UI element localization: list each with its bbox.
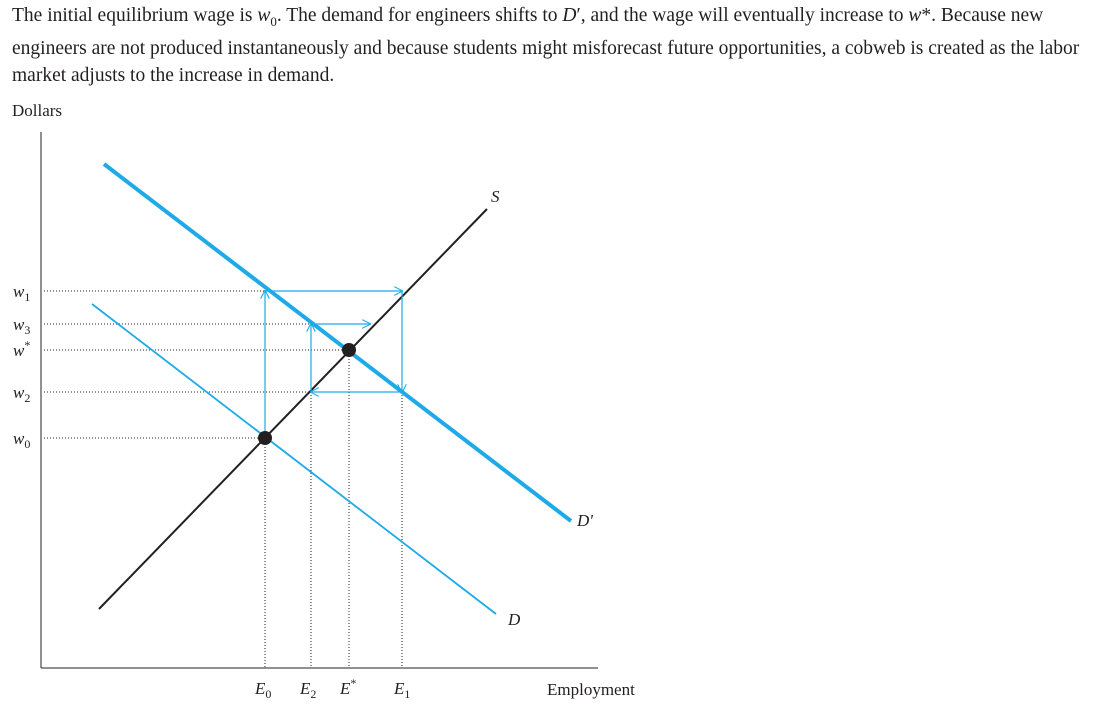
tick-label-Estar: E* (339, 676, 356, 698)
figure-caption: The initial equilibrium wage is w0. The … (12, 2, 1087, 89)
tick-label-E1: E1 (393, 679, 410, 701)
tick-label-E2: E2 (299, 679, 316, 701)
caption-part: ′, and the wage will eventually increase… (576, 5, 909, 26)
tick-label-base: w (13, 341, 25, 360)
tick-label-wstar: w* (13, 338, 30, 360)
tick-label-subscript: 1 (24, 290, 30, 304)
tick-label-base: w (13, 282, 25, 301)
tick-label-superscript: * (350, 676, 356, 690)
caption-part: w (257, 5, 271, 26)
tick-label-w3: w3 (13, 315, 30, 337)
caption-part: Because new engineers are not produced i… (12, 5, 1080, 86)
tick-label-base: w (13, 315, 25, 334)
tick-label-subscript: 0 (265, 687, 271, 701)
supply-label: S (491, 187, 500, 206)
tick-label-base: E (254, 679, 266, 698)
tick-label-base: E (393, 679, 405, 698)
new-demand-label: D' (576, 511, 593, 530)
tick-label-base: w (13, 429, 25, 448)
tick-label-subscript: 1 (404, 687, 410, 701)
tick-label-subscript: 2 (24, 391, 30, 405)
initial-equilibrium-point (258, 431, 272, 445)
caption-part: w (908, 5, 922, 26)
caption-part: *. (921, 5, 937, 26)
y-axis-label: Dollars (12, 101, 62, 120)
tick-label-subscript: 0 (24, 437, 30, 451)
tick-label-w0: w0 (13, 429, 30, 451)
caption-part: 0 (270, 13, 277, 29)
tick-label-subscript: 3 (24, 323, 30, 337)
demand-label: D (507, 610, 521, 629)
tick-label-E0: E0 (254, 679, 271, 701)
caption-part: D (562, 5, 577, 26)
tick-label-w2: w2 (13, 383, 30, 405)
caption-part: The initial equilibrium wage is (12, 5, 258, 26)
x-axis-label: Employment (547, 680, 635, 699)
tick-label-base: w (13, 383, 25, 402)
tick-label-base: E (339, 679, 351, 698)
tick-label-base: E (299, 679, 311, 698)
tick-label-superscript: * (24, 338, 30, 352)
caption-part: . The demand for engineers shifts to (276, 5, 563, 26)
demand-curve-D (91, 303, 497, 615)
demand-curve-D-prime (102, 162, 573, 523)
tick-label-w1: w1 (13, 282, 30, 304)
supply-curve-S (98, 208, 488, 610)
new-equilibrium-point (342, 343, 356, 357)
tick-label-subscript: 2 (310, 687, 316, 701)
